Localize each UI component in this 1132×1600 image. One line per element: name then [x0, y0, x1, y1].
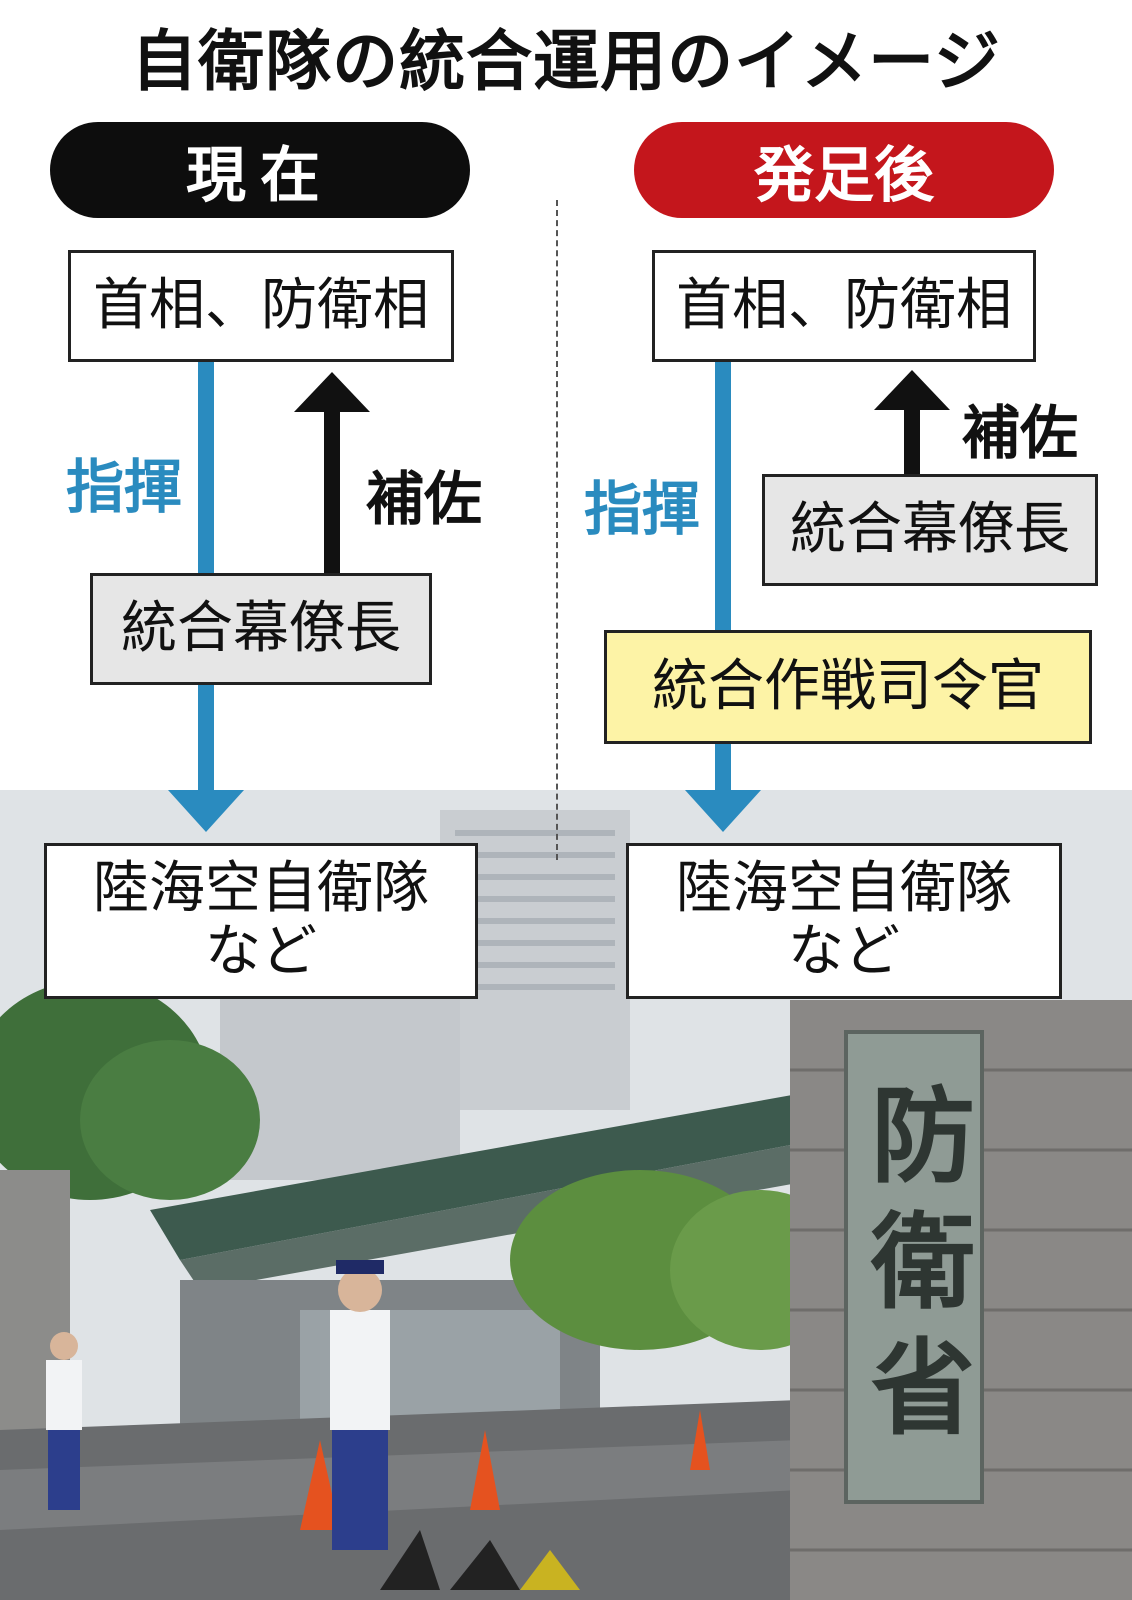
left-support-arrowhead: [294, 372, 370, 412]
right-support-arrowhead: [874, 370, 950, 410]
left-command-label: 指揮: [66, 453, 183, 521]
left-chief-of-staff-text: 統合幕僚長: [121, 595, 401, 661]
center-divider: [556, 200, 558, 860]
right-chief-of-staff-text: 統合幕僚長: [790, 496, 1070, 562]
right-support-label: 補佐: [962, 399, 1079, 467]
left-leader-box: 首相、防衛相: [68, 250, 454, 362]
left-leader-text: 首相、防衛相: [93, 272, 429, 338]
left-support-line: [324, 410, 340, 575]
left-chief-of-staff-box: 統合幕僚長: [90, 573, 432, 685]
current-header-label: 現在: [186, 140, 334, 211]
left-forces-box: 陸海空自衛隊 など: [44, 843, 478, 999]
right-joint-operations-commander-box: 統合作戦司令官: [604, 630, 1092, 744]
sign-text: 防衛省: [852, 1081, 976, 1459]
right-joint-operations-commander-text: 統合作戦司令官: [652, 653, 1044, 719]
right-command-arrowhead: [685, 790, 761, 832]
right-leader-text: 首相、防衛相: [676, 272, 1012, 338]
left-support-label: 補佐: [366, 465, 483, 533]
right-support-line: [904, 408, 920, 474]
right-forces-text-line2: など: [788, 919, 900, 984]
after-header: 発足後: [634, 122, 1054, 218]
right-command-line-lower: [715, 740, 731, 792]
right-command-label: 指揮: [584, 475, 701, 543]
left-forces-text-line1: 陸海空自衛隊: [93, 856, 429, 922]
sign-plate-text: 防衛省: [846, 1040, 982, 1500]
right-command-line: [715, 360, 731, 630]
right-forces-text-line1: 陸海空自衛隊: [676, 856, 1012, 922]
after-header-label: 発足後: [754, 140, 934, 211]
right-chief-of-staff-box: 統合幕僚長: [762, 474, 1098, 586]
right-forces-box: 陸海空自衛隊 など: [626, 843, 1062, 999]
right-leader-box: 首相、防衛相: [652, 250, 1036, 362]
page-title: 自衛隊の統合運用のイメージ: [131, 23, 1001, 100]
left-forces-text-line2: など: [205, 919, 317, 984]
current-header: 現在: [50, 122, 470, 218]
left-command-arrowhead: [168, 790, 244, 832]
